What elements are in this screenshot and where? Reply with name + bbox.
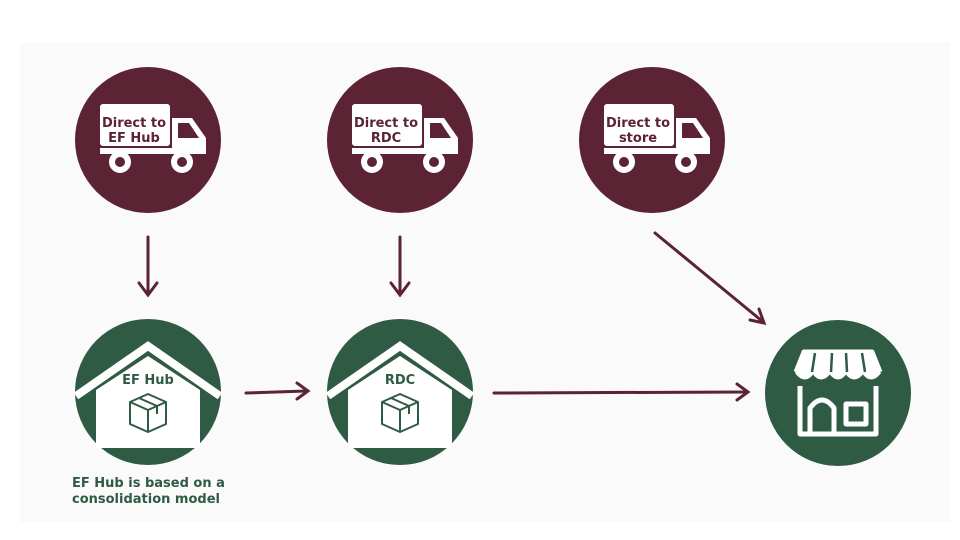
source-label-line1: Direct to bbox=[606, 116, 670, 131]
source-node-rdc: Direct to RDC bbox=[327, 67, 473, 213]
source-label-line1: Direct to bbox=[102, 116, 166, 131]
destination-circle bbox=[765, 320, 911, 466]
destination-node-store bbox=[765, 320, 911, 466]
storefront-icon bbox=[793, 349, 883, 437]
consolidation-note: EF Hub is based on a consolidation model bbox=[72, 476, 272, 508]
source-node-store: Direct to store bbox=[579, 67, 725, 213]
source-node-ef-hub: Direct to EF Hub bbox=[75, 67, 221, 213]
destination-node-ef-hub: EF Hub bbox=[75, 319, 221, 465]
source-label-line1: Direct to bbox=[354, 116, 418, 131]
destination-node-rdc: RDC bbox=[327, 319, 473, 465]
arrow-rdc-to-store bbox=[492, 382, 751, 402]
source-label-line2: EF Hub bbox=[108, 131, 160, 146]
arrow-truck-to-ef-hub bbox=[137, 235, 159, 298]
arrow-ef-hub-to-rdc bbox=[244, 381, 311, 401]
destination-label: EF Hub bbox=[122, 373, 174, 388]
destination-label: RDC bbox=[385, 373, 415, 388]
source-label-line2: RDC bbox=[371, 131, 401, 146]
arrow-truck-to-store bbox=[653, 231, 767, 326]
note-line2: consolidation model bbox=[72, 492, 220, 507]
note-line1: EF Hub is based on a bbox=[72, 476, 225, 491]
arrow-truck-to-rdc bbox=[389, 235, 411, 298]
source-label-line2: store bbox=[619, 131, 657, 146]
